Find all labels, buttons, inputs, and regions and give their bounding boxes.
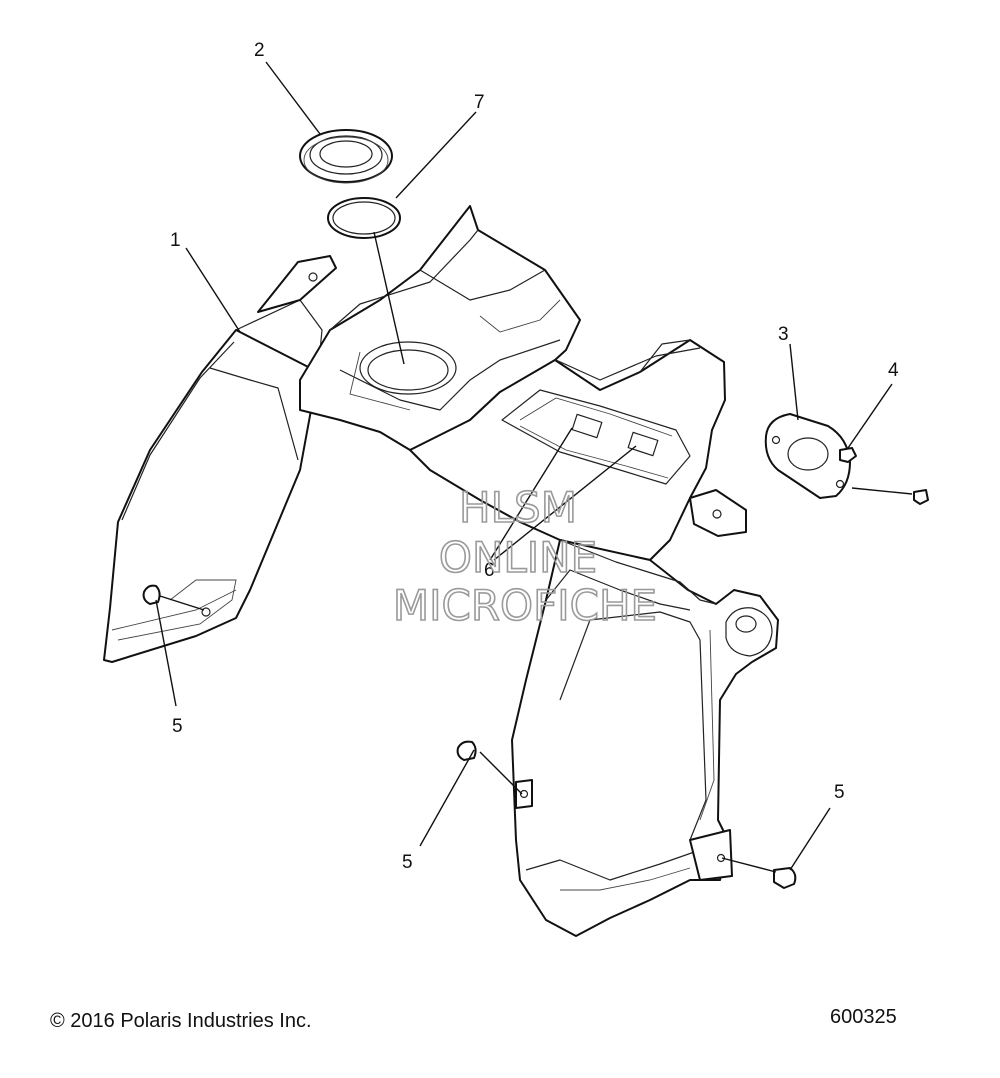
- watermark: HLSM ONLINE MICROFICHE: [392, 482, 658, 631]
- callout-7: 7: [474, 92, 485, 113]
- o-ring-seal: [327, 197, 401, 239]
- callout-5-lower-right: 5: [834, 782, 845, 803]
- copyright-notice: © 2016 Polaris Industries Inc.: [50, 1010, 312, 1032]
- screw-item-4: [839, 447, 929, 505]
- watermark-line-2: ONLINE: [439, 533, 597, 582]
- callout-labels: 1 2 7 3 4 5 6 5 5: [170, 40, 899, 873]
- grommet-plate: [764, 413, 851, 499]
- push-rivet-lower-right: [773, 867, 797, 889]
- fuel-cap-ring: [299, 129, 393, 184]
- front-panel-body: [103, 205, 779, 937]
- push-rivet-left: [142, 584, 211, 617]
- callout-1: 1: [170, 230, 181, 251]
- callout-2: 2: [254, 40, 265, 61]
- watermark-line-1: HLSM: [459, 483, 577, 532]
- callout-3: 3: [778, 324, 789, 345]
- callout-6: 6: [484, 560, 495, 581]
- callout-4: 4: [888, 360, 899, 381]
- drawing-number: 600325: [830, 1006, 897, 1028]
- watermark-line-3: MICROFICHE: [393, 581, 657, 630]
- callout-5-lower-center: 5: [402, 852, 413, 873]
- callout-5-left: 5: [172, 716, 183, 737]
- leader-lines: [155, 61, 913, 873]
